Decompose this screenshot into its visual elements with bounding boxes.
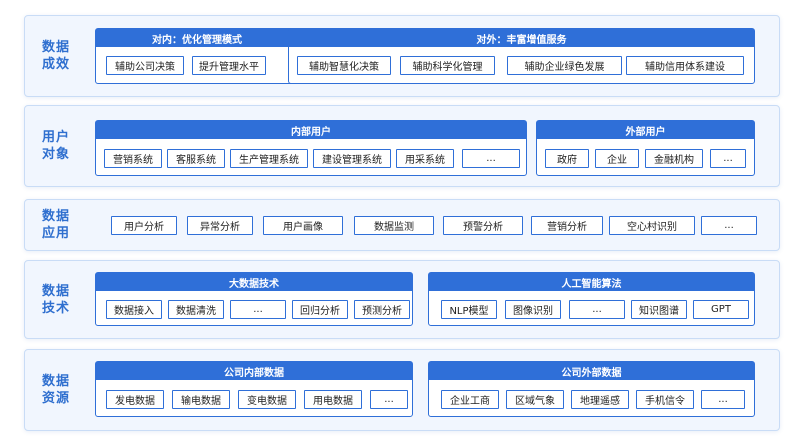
item-chip: 图像识别 xyxy=(505,300,561,319)
item-chip: ... xyxy=(569,300,625,319)
group-title: 公司外部数据 xyxy=(429,362,754,380)
item-chip: 企业 xyxy=(595,149,639,168)
layer-label: 数据 技术 xyxy=(25,261,87,338)
layer-label-line1: 用户 xyxy=(41,130,70,145)
item-chip: 用户分析 xyxy=(111,216,177,235)
group-internal-data: 公司内部数据 发电数据 输电数据 变电数据 用电数据 ... xyxy=(95,361,413,417)
layer-label-line2: 对象 xyxy=(41,147,70,162)
group-title: 对内：优化管理模式 xyxy=(96,29,298,47)
group-title: 内部用户 xyxy=(96,121,526,139)
item-chip: 提升管理水平 xyxy=(192,56,266,75)
item-chip: ... xyxy=(370,390,408,409)
group-title: 人工智能算法 xyxy=(429,273,754,291)
item-chip: 生产管理系统 xyxy=(230,149,308,168)
group-title: 大数据技术 xyxy=(96,273,412,291)
item-chip: GPT xyxy=(693,300,749,319)
layer-data-outcomes: 数据 成效 对内：优化管理模式 辅助公司决策 提升管理水平 对外：丰富增值服务 … xyxy=(24,15,780,97)
item-chip: 客服系统 xyxy=(167,149,225,168)
item-chip: 用采系统 xyxy=(396,149,454,168)
layer-label-line2: 资源 xyxy=(41,391,70,406)
layer-label: 用户 对象 xyxy=(25,106,87,186)
layer-label: 数据 资源 xyxy=(25,350,87,430)
item-chip: ... xyxy=(462,149,520,168)
item-chip: 辅助智慧化决策 xyxy=(297,56,391,75)
item-chip: 营销系统 xyxy=(104,149,162,168)
group-ai-algorithms: 人工智能算法 NLP模型 图像识别 ... 知识图谱 GPT xyxy=(428,272,755,326)
group-external-users: 外部用户 政府 企业 金融机构 ... xyxy=(536,120,755,176)
group-title: 外部用户 xyxy=(537,121,754,139)
item-chip: 用电数据 xyxy=(304,390,362,409)
item-chip: 营销分析 xyxy=(531,216,603,235)
layer-label-line2: 成效 xyxy=(41,57,70,72)
item-chip: 数据监测 xyxy=(354,216,434,235)
layer-user-objects: 用户 对象 内部用户 营销系统 客服系统 生产管理系统 建设管理系统 用采系统 … xyxy=(24,105,780,187)
item-chip: 发电数据 xyxy=(106,390,164,409)
layer-data-applications: 数据 应用 用户分析 异常分析 用户画像 数据监测 预警分析 营销分析 空心村识… xyxy=(24,199,780,251)
item-chip: 辅助企业绿色发展 xyxy=(507,56,622,75)
layer-label-line1: 数据 xyxy=(41,374,70,389)
item-chip: 手机信令 xyxy=(636,390,694,409)
layer-label: 数据 应用 xyxy=(25,200,87,250)
layer-label: 数据 成效 xyxy=(25,16,87,96)
item-chip: 预测分析 xyxy=(354,300,410,319)
item-chip: 预警分析 xyxy=(443,216,523,235)
item-chip: ... xyxy=(230,300,286,319)
item-chip: NLP模型 xyxy=(441,300,497,319)
group-external-services: 对外：丰富增值服务 辅助智慧化决策 辅助科学化管理 辅助企业绿色发展 辅助信用体… xyxy=(288,28,755,84)
item-chip: 地理遥感 xyxy=(571,390,629,409)
item-chip: 数据接入 xyxy=(106,300,162,319)
item-chip: 辅助信用体系建设 xyxy=(626,56,744,75)
item-chip: 企业工商 xyxy=(441,390,499,409)
layer-data-resources: 数据 资源 公司内部数据 发电数据 输电数据 变电数据 用电数据 ... 公司外… xyxy=(24,349,780,431)
group-internal-users: 内部用户 营销系统 客服系统 生产管理系统 建设管理系统 用采系统 ... xyxy=(95,120,527,176)
layer-data-technology: 数据 技术 大数据技术 数据接入 数据清洗 ... 回归分析 预测分析 人工智能… xyxy=(24,260,780,339)
layer-label-line2: 技术 xyxy=(41,300,70,316)
group-big-data-tech: 大数据技术 数据接入 数据清洗 ... 回归分析 预测分析 xyxy=(95,272,413,326)
item-chip: 空心村识别 xyxy=(609,216,695,235)
item-chip: 知识图谱 xyxy=(631,300,687,319)
group-external-data: 公司外部数据 企业工商 区域气象 地理遥感 手机信令 ... xyxy=(428,361,755,417)
item-chip: 输电数据 xyxy=(172,390,230,409)
item-chip: 变电数据 xyxy=(238,390,296,409)
item-chip: 建设管理系统 xyxy=(313,149,391,168)
layer-label-line1: 数据 xyxy=(41,40,70,55)
item-chip: 政府 xyxy=(545,149,589,168)
item-chip: 金融机构 xyxy=(645,149,703,168)
item-chip: 区域气象 xyxy=(506,390,564,409)
layer-label-line1: 数据 xyxy=(41,209,70,224)
group-internal-optimization: 对内：优化管理模式 辅助公司决策 提升管理水平 xyxy=(95,28,299,84)
item-chip: ... xyxy=(710,149,746,168)
layer-label-line1: 数据 xyxy=(41,283,70,299)
item-chip: ... xyxy=(701,216,757,235)
item-chip: 异常分析 xyxy=(187,216,253,235)
item-chip: 回归分析 xyxy=(292,300,348,319)
item-chip: 辅助公司决策 xyxy=(106,56,184,75)
item-chip: 用户画像 xyxy=(263,216,343,235)
item-chip: 辅助科学化管理 xyxy=(400,56,495,75)
item-chip: 数据清洗 xyxy=(168,300,224,319)
group-title: 对外：丰富增值服务 xyxy=(289,29,754,47)
group-title: 公司内部数据 xyxy=(96,362,412,380)
item-chip: ... xyxy=(701,390,745,409)
layer-label-line2: 应用 xyxy=(41,226,70,241)
